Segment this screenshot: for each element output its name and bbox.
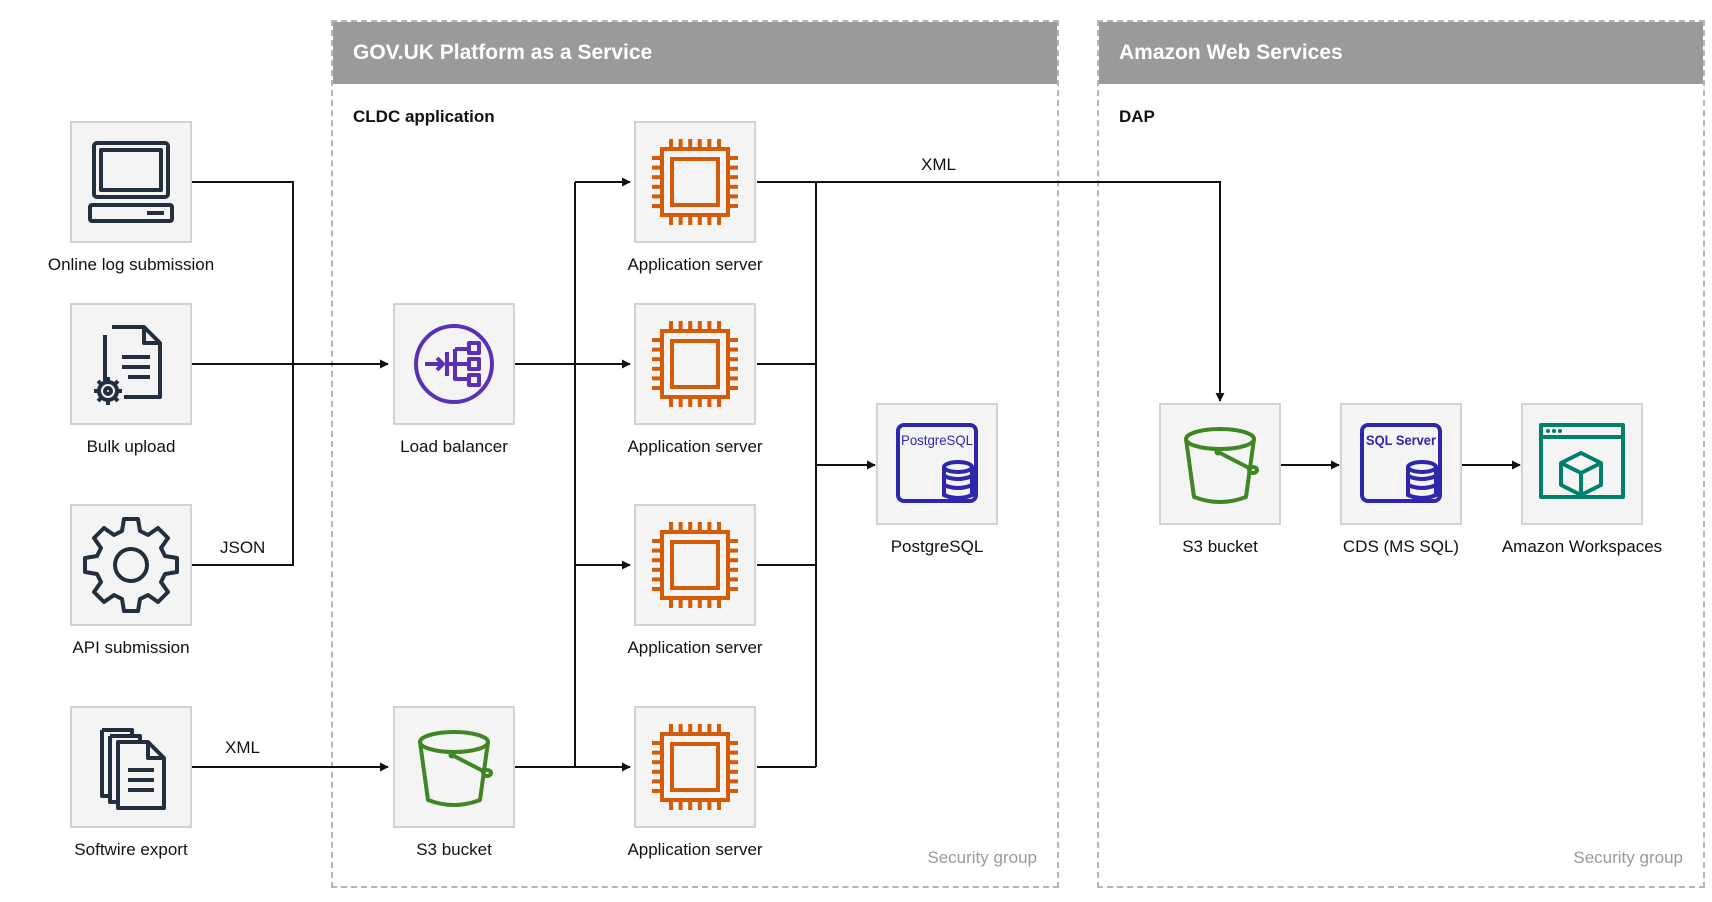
- sql-server-icon: SQL Server: [1360, 423, 1442, 503]
- api-submission-node[interactable]: [70, 504, 192, 626]
- s3-bucket-dap-node[interactable]: [1159, 403, 1281, 525]
- aws-group-subtitle: DAP: [1119, 107, 1155, 126]
- application-server-label-1: Application server: [627, 255, 763, 274]
- postgresql-icon: PostgreSQL: [896, 423, 978, 503]
- postgresql-node[interactable]: PostgreSQL: [876, 403, 998, 525]
- cds-node[interactable]: SQL Server: [1340, 403, 1462, 525]
- application-server-node-4[interactable]: [634, 706, 756, 828]
- chip-icon: [652, 724, 738, 810]
- chip-icon: [652, 139, 738, 225]
- application-server-node-1[interactable]: [634, 121, 756, 243]
- load-balancer-icon: [414, 324, 494, 404]
- application-server-node-3[interactable]: [634, 504, 756, 626]
- s3-bucket-paas-label: S3 bucket: [416, 840, 492, 859]
- aws-security-group-label: Security group: [1573, 848, 1683, 867]
- gear-icon: [83, 517, 179, 613]
- aws-group: Amazon Web Services DAP Security group: [1097, 20, 1705, 888]
- application-server-node-2[interactable]: [634, 303, 756, 425]
- paas-security-group-label: Security group: [927, 848, 1037, 867]
- postgresql-label: PostgreSQL: [890, 537, 984, 556]
- s3-bucket-icon: [1184, 427, 1259, 504]
- paas-group-subtitle: CLDC application: [353, 107, 495, 126]
- edge-api-to-lb: [192, 364, 294, 566]
- chip-icon: [652, 522, 738, 608]
- edge-label-xml-dap: XML: [921, 155, 956, 174]
- s3-bucket-dap-label: S3 bucket: [1182, 537, 1258, 556]
- s3-bucket-icon: [418, 730, 493, 807]
- application-server-label-3: Application server: [627, 638, 763, 657]
- cds-label: CDS (MS SQL): [1342, 537, 1460, 556]
- load-balancer-label: Load balancer: [400, 437, 508, 456]
- application-server-label-4: Application server: [627, 840, 763, 859]
- edge-label-xml-softwire: XML: [225, 738, 260, 757]
- chip-icon: [652, 321, 738, 407]
- sql-server-icon-text: SQL Server: [1366, 432, 1437, 448]
- paas-group: GOV.UK Platform as a Service CLDC applic…: [331, 20, 1059, 888]
- s3-bucket-paas-node[interactable]: [393, 706, 515, 828]
- application-server-label-2: Application server: [627, 437, 763, 456]
- postgresql-icon-text: PostgreSQL: [901, 432, 973, 448]
- paas-group-title: GOV.UK Platform as a Service: [333, 22, 1057, 84]
- document-gear-icon: [94, 325, 162, 405]
- amazon-workspaces-node[interactable]: [1521, 403, 1643, 525]
- load-balancer-node[interactable]: [393, 303, 515, 425]
- aws-group-title: Amazon Web Services: [1099, 22, 1703, 84]
- amazon-workspaces-label: Amazon Workspaces: [1501, 537, 1663, 556]
- online-log-submission-label: Online log submission: [47, 255, 215, 274]
- laptop-icon: [88, 141, 174, 223]
- online-log-submission-node[interactable]: [70, 121, 192, 243]
- edge-label-json: JSON: [220, 538, 266, 557]
- workspaces-icon: [1539, 423, 1625, 499]
- documents-icon: [100, 728, 166, 810]
- bulk-upload-node[interactable]: [70, 303, 192, 425]
- softwire-export-node[interactable]: [70, 706, 192, 828]
- api-submission-label: API submission: [72, 638, 190, 657]
- bulk-upload-label: Bulk upload: [86, 437, 176, 456]
- softwire-export-label: Softwire export: [74, 840, 188, 859]
